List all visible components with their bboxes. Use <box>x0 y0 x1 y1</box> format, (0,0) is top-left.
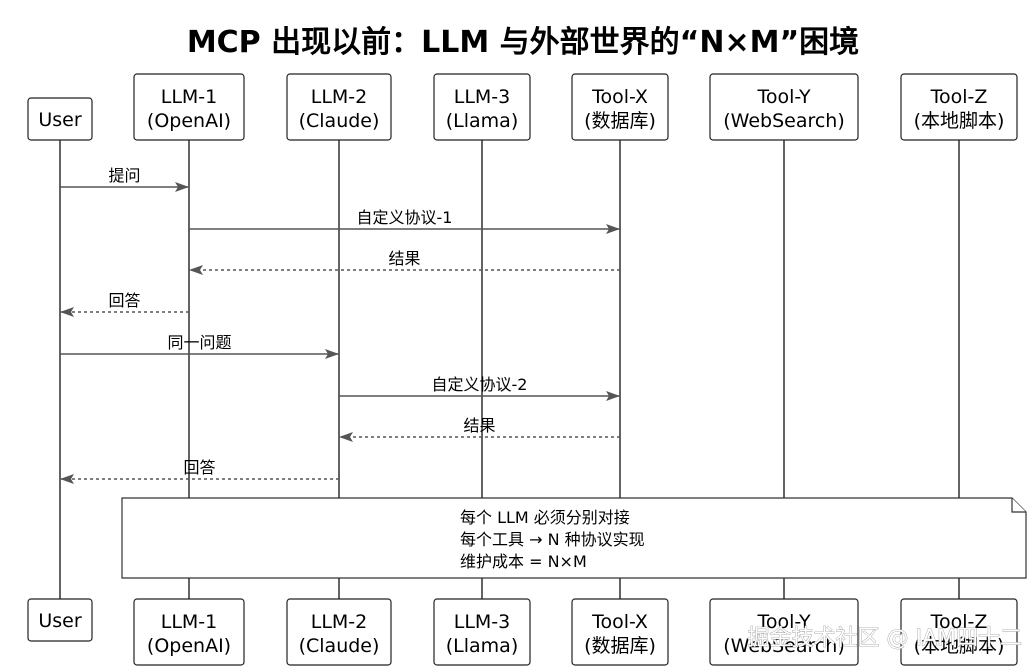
participant-box <box>571 73 669 141</box>
participant-box <box>286 73 392 141</box>
participants-bottom: User LLM-1(OpenAI) LLM-2(Claude) LLM-3(Llam… <box>27 598 1018 666</box>
note: 每个 LLM 必须分别对接 每个工具 → N 种协议实现 维护成本 = N×M <box>121 497 1027 579</box>
message-8: 回答 <box>60 458 339 484</box>
participant-label: Tool-Z <box>930 611 988 633</box>
participant-label: (WebSearch) <box>723 635 845 657</box>
participant-box <box>571 598 669 666</box>
note-fold <box>1011 498 1026 513</box>
participant-label: User <box>38 610 81 632</box>
participant-toolz-bottom: Tool-Z(本地脚本) <box>900 598 1018 666</box>
participant-label: Tool-Y <box>756 86 811 108</box>
participant-box <box>900 598 1018 666</box>
message-3: 结果 <box>189 249 620 275</box>
participant-label: (Claude) <box>299 110 380 132</box>
participant-box <box>133 73 245 141</box>
participants-top: User LLM-1(OpenAI) LLM-2(Claude) LLM-3(Llam… <box>27 73 1018 141</box>
participant-label: (Llama) <box>446 110 518 132</box>
note-line-1: 每个 LLM 必须分别对接 <box>460 508 630 527</box>
participant-toolz-top: Tool-Z(本地脚本) <box>900 73 1018 141</box>
participant-label: (OpenAI) <box>147 110 231 132</box>
participant-label: LLM-1 <box>161 86 218 108</box>
message-label: 同一问题 <box>167 333 231 352</box>
message-label: 提问 <box>108 166 140 185</box>
participant-label: (Llama) <box>446 635 518 657</box>
participant-user-bottom: User <box>27 598 93 642</box>
message-1: 提问 <box>60 166 189 192</box>
participant-box <box>433 73 531 141</box>
participant-llm2-top: LLM-2(Claude) <box>286 73 392 141</box>
participant-label: Tool-X <box>591 86 648 108</box>
participant-label: (OpenAI) <box>147 635 231 657</box>
participant-box <box>27 598 93 642</box>
participant-llm3-bottom: LLM-3(Llama) <box>433 598 531 666</box>
participant-box <box>286 598 392 666</box>
message-5: 同一问题 <box>60 333 339 359</box>
participant-label: (WebSearch) <box>723 110 845 132</box>
participant-label: (本地脚本) <box>914 110 1005 132</box>
participant-label: Tool-Y <box>756 611 811 633</box>
participant-label: LLM-2 <box>311 611 368 633</box>
participant-label: LLM-3 <box>454 611 511 633</box>
message-label: 回答 <box>183 458 215 477</box>
participant-box <box>709 598 859 666</box>
participant-box <box>133 598 245 666</box>
participant-box <box>433 598 531 666</box>
participant-llm1-top: LLM-1(OpenAI) <box>133 73 245 141</box>
participant-label: Tool-Z <box>930 86 988 108</box>
participant-toolx-bottom: Tool-X(数据库) <box>571 598 669 666</box>
message-6: 自定义协议-2 <box>339 375 620 401</box>
lifelines <box>59 140 960 599</box>
participant-label: (数据库) <box>584 635 656 657</box>
participant-label: User <box>38 109 81 131</box>
participant-llm3-top: LLM-3(Llama) <box>433 73 531 141</box>
message-label: 回答 <box>108 291 140 310</box>
participant-box <box>27 97 93 141</box>
participant-label: LLM-2 <box>311 86 368 108</box>
message-label: 自定义协议-2 <box>432 375 528 394</box>
participant-label: LLM-1 <box>161 611 218 633</box>
participant-tooly-bottom: Tool-Y(WebSearch) <box>709 598 859 666</box>
message-2: 自定义协议-1 <box>189 208 620 234</box>
message-7: 结果 <box>339 416 620 442</box>
watermark: 掘金技术社区 @ IAM四十二 <box>747 626 1022 651</box>
participant-toolx-top: Tool-X(数据库) <box>571 73 669 141</box>
participant-box <box>900 73 1018 141</box>
diagram-title: MCP 出现以前：LLM 与外部世界的“N×M”困境 <box>187 25 859 60</box>
note-line-3: 维护成本 = N×M <box>460 552 587 571</box>
participant-label: (本地脚本) <box>914 635 1005 657</box>
participant-llm2-bottom: LLM-2(Claude) <box>286 598 392 666</box>
participant-label: (数据库) <box>584 110 656 132</box>
participant-llm1-bottom: LLM-1(OpenAI) <box>133 598 245 666</box>
participant-label: LLM-3 <box>454 86 511 108</box>
message-label: 自定义协议-1 <box>357 208 453 227</box>
message-label: 结果 <box>463 416 495 435</box>
note-box <box>121 497 1027 579</box>
participant-tooly-top: Tool-Y(WebSearch) <box>709 73 859 141</box>
participant-label: Tool-X <box>591 611 648 633</box>
message-4: 回答 <box>60 291 189 317</box>
message-label: 结果 <box>388 249 420 268</box>
note-line-2: 每个工具 → N 种协议实现 <box>460 530 645 549</box>
participant-label: (Claude) <box>299 635 380 657</box>
participant-box <box>709 73 859 141</box>
participant-user-top: User <box>27 97 93 141</box>
